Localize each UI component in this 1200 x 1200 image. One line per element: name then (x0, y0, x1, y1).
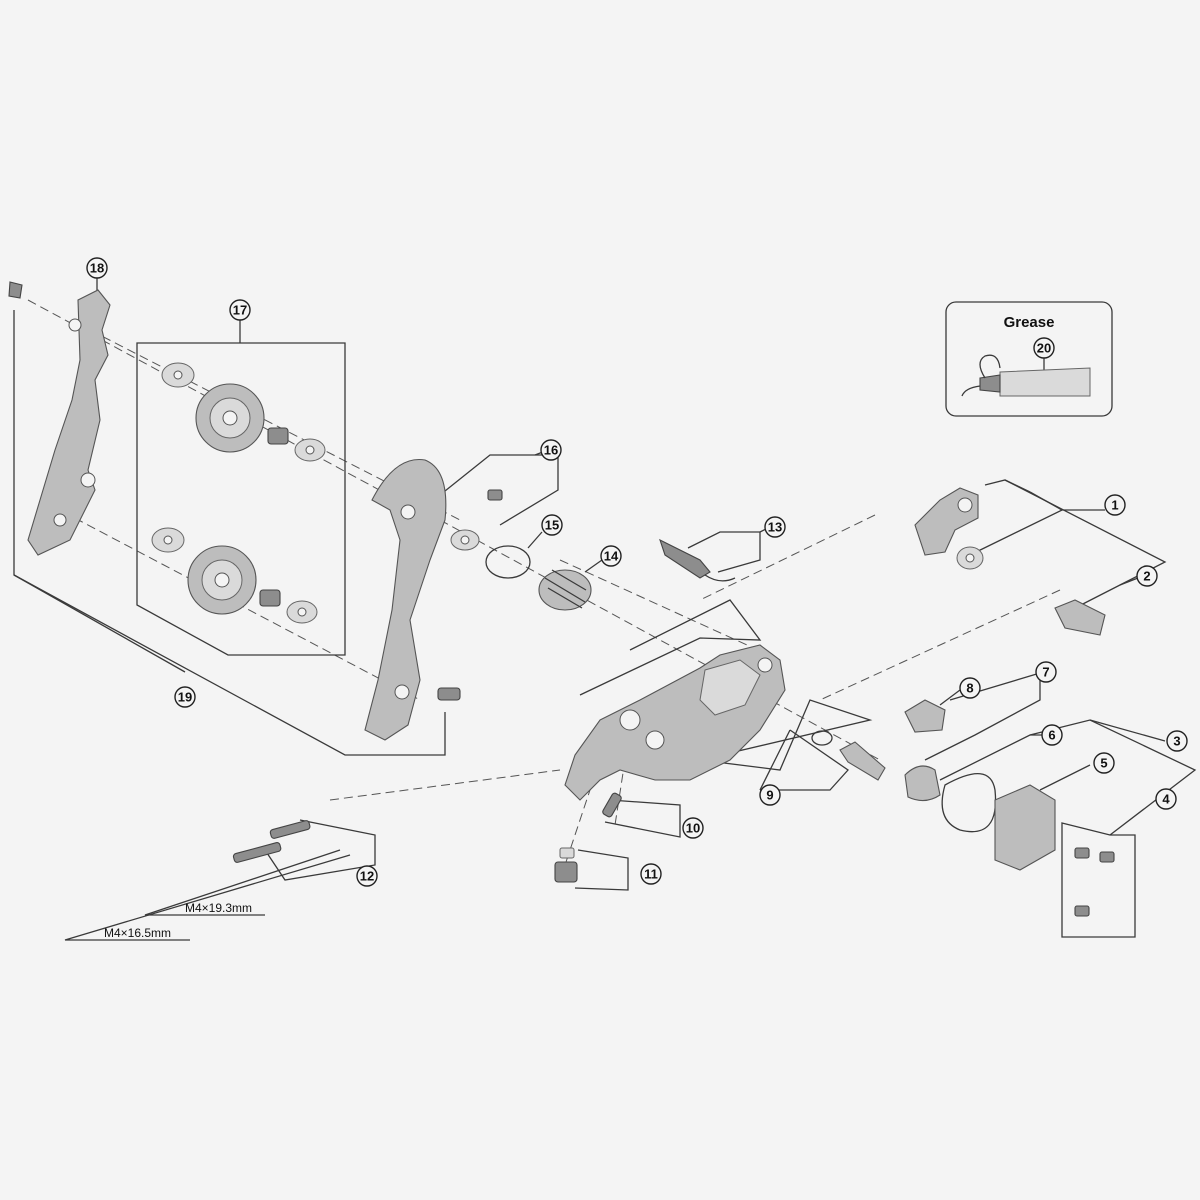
leader-frames (13, 276, 1197, 941)
svg-text:20: 20 (1037, 341, 1051, 356)
svg-text:3: 3 (1173, 734, 1180, 749)
svg-text:10: 10 (686, 821, 700, 836)
svg-text:9: 9 (766, 788, 773, 803)
grease-tube-icon (999, 367, 1091, 397)
svg-text:17: 17 (233, 303, 247, 318)
callout-12: 12 (356, 865, 378, 887)
callout-8: 8 (959, 677, 981, 699)
bolt-long-dimension: M4×19.3mm (185, 901, 252, 915)
svg-text:12: 12 (360, 869, 374, 884)
callout-6: 6 (1041, 724, 1063, 746)
callout-18: 18 (86, 257, 108, 279)
svg-text:19: 19 (178, 690, 192, 705)
svg-text:18: 18 (90, 261, 104, 276)
callout-1: 1 (1104, 494, 1126, 516)
main-body (232, 644, 786, 883)
pulley-set (151, 362, 326, 624)
callout-19: 19 (174, 686, 196, 708)
callout-4: 4 (1155, 788, 1177, 810)
callout-14: 14 (600, 545, 622, 567)
callout-17: 17 (229, 299, 251, 321)
callout-9: 9 (759, 784, 781, 806)
svg-text:14: 14 (604, 549, 619, 564)
inner-cage-plate (364, 458, 503, 741)
spring-parts (450, 529, 592, 611)
callout-7: 7 (1035, 661, 1057, 683)
svg-text:6: 6 (1048, 728, 1055, 743)
svg-text:13: 13 (768, 520, 782, 535)
bolt-short-dimension: M4×16.5mm (104, 926, 171, 940)
svg-text:7: 7 (1042, 665, 1049, 680)
svg-text:16: 16 (544, 443, 558, 458)
cable-clip (659, 538, 736, 582)
right-side-parts (811, 487, 1115, 917)
svg-text:1: 1 (1111, 498, 1118, 513)
callout-20: 20 (1033, 337, 1055, 359)
callout-16: 16 (540, 439, 562, 461)
svg-text:5: 5 (1100, 756, 1107, 771)
callout-10: 10 (682, 817, 704, 839)
callout-15: 15 (541, 514, 563, 536)
svg-text:4: 4 (1162, 792, 1170, 807)
callout-5: 5 (1093, 752, 1115, 774)
svg-text:11: 11 (644, 867, 658, 882)
outer-cage-plate (8, 281, 111, 556)
callout-13: 13 (764, 516, 786, 538)
grease-box: Grease 20 (945, 301, 1113, 417)
callout-2: 2 (1136, 565, 1158, 587)
grease-title: Grease (1004, 314, 1055, 331)
svg-text:2: 2 (1143, 569, 1150, 584)
callout-3: 3 (1166, 730, 1188, 752)
svg-text:8: 8 (966, 681, 973, 696)
callout-11: 11 (640, 863, 662, 885)
svg-text:15: 15 (545, 518, 559, 533)
